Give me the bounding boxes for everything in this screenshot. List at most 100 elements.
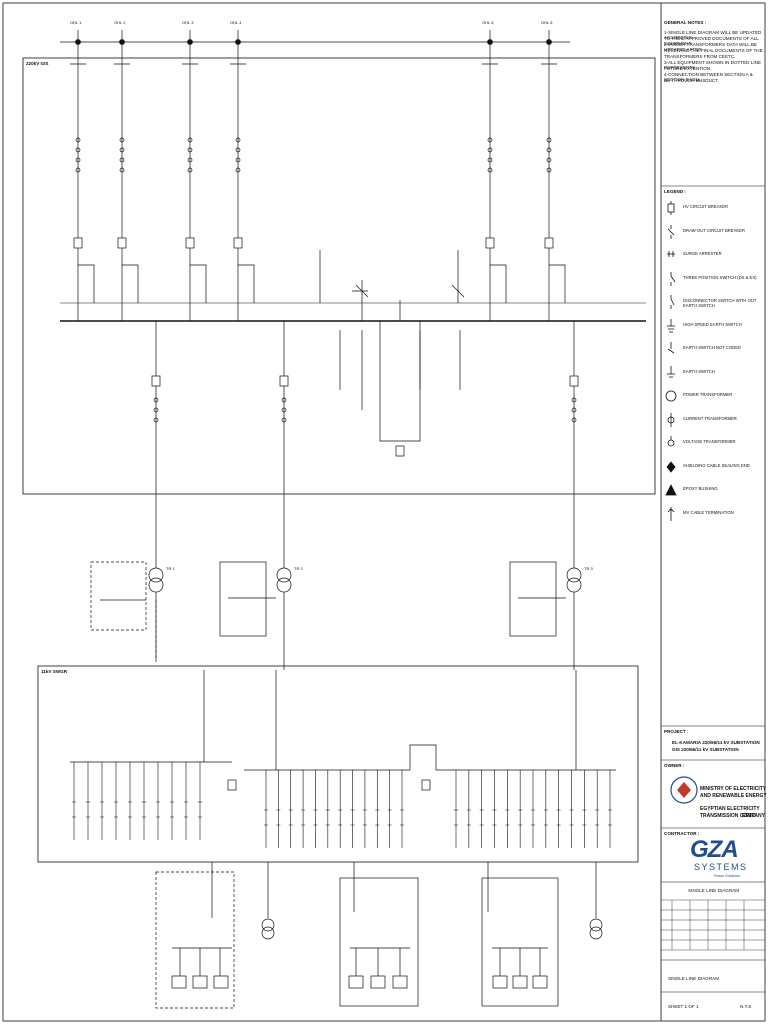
note-line: 2-POWER TRANSFORMERS DATA WILL BE UPDATE… — [664, 42, 757, 53]
contractor-logo-tag: Power Solutions — [714, 874, 740, 878]
project-label: PROJECT : — [664, 729, 689, 734]
mv-feeder-drop — [400, 770, 404, 848]
client-line1: MINISTRY OF ELECTRICITY — [700, 786, 767, 792]
mv-feeder-drop — [543, 770, 548, 848]
legend-item: HIGH SPEED EARTH SWITCH — [663, 316, 763, 336]
legend-item: EARTH SWITCH — [663, 363, 763, 383]
mv-feeder-drop — [72, 762, 76, 840]
mv-feeder-drop — [114, 762, 118, 840]
legend-item: DISCONNECTOR SWITCH WITH OUT EARTH SWITC… — [663, 292, 763, 312]
mv-feeder-drop — [492, 770, 497, 848]
voltage-transformer-icon — [667, 436, 675, 447]
client-logo — [670, 776, 698, 804]
note-line: FUTURE EXTENTION. — [664, 66, 712, 71]
legend-item-label: THREE POSITION SWITCH (DS & ES) — [683, 274, 757, 280]
feeder-label: OHL 5 — [482, 20, 494, 25]
mv-feeder-drop — [86, 762, 90, 840]
disconnector-icon — [670, 295, 675, 309]
project-line2: GIS 220/66/11 kV SUBSTATION — [672, 747, 739, 752]
mv-feeder-drop — [466, 770, 471, 848]
contractor-logo-sub: SYSTEMS — [694, 862, 748, 872]
transformer-label: TR 2 — [294, 566, 303, 571]
legend-item-label: HV CIRCUIT BREAKER — [683, 204, 729, 209]
high-speed-earth-icon — [667, 318, 675, 332]
legend-item: EPOXY BUSHING — [663, 480, 763, 500]
mv-feeder-drop — [325, 770, 330, 848]
legend-item-label: EPOXY BUSHING — [683, 486, 718, 491]
drawout-breaker-icon — [667, 224, 675, 239]
mv-feeder-drop — [128, 762, 132, 840]
feeder-label: OHL 1 — [70, 20, 82, 25]
client-code: EETC — [742, 813, 756, 819]
drawing-sheet: SHEET 1 OF 1 — [668, 1004, 699, 1009]
mv-feeder-drop — [518, 770, 523, 848]
mv-feeder-drop — [288, 770, 293, 848]
hv-section-label: 220kV GIS — [26, 61, 49, 66]
epoxy-bushing-icon — [665, 484, 677, 496]
note-line: TRANSFORMERS FROM CEETC. — [664, 54, 736, 59]
mv-feeder-drop — [350, 770, 355, 848]
earth-icon — [667, 365, 675, 377]
legend-item: THREE POSITION SWITCH (DS & ES) — [663, 269, 763, 289]
legend-item-label: EARTH SWITCH — [683, 368, 715, 374]
mv-feeder-drop — [276, 770, 281, 848]
client-line4: TRANSMISSION COMPANY — [700, 813, 765, 819]
mv-feeder-drop — [582, 770, 587, 848]
legend-item-label: SURGE ARRESTER — [683, 251, 722, 256]
mv-feeder-drop — [264, 770, 268, 848]
mv-feeder-drop — [454, 770, 458, 848]
legend-item: POWER TRANSFORMER — [663, 386, 763, 406]
mv-feeder-drop — [556, 770, 561, 848]
legend-item-label: MV CABLE TERMINATION — [683, 509, 734, 515]
legend-item: SURGE ARRESTER — [663, 245, 763, 265]
mv-feeder-drop — [387, 770, 392, 848]
legend-item: CURRENT TRANSFORMER — [663, 410, 763, 430]
mv-feeder-drop — [608, 770, 612, 848]
note-line: 4-CONNECTION BETWEEN SECTION A & SECTION… — [664, 72, 753, 83]
contractor-label: CONTRACTOR : — [664, 831, 700, 836]
mv-feeder-drop — [313, 770, 318, 848]
feeder-label: OHL 2 — [114, 20, 126, 25]
drawing-scale: N.T.S — [740, 1004, 752, 1009]
legend-item: VOLTAGE TRANSFORMER — [663, 433, 763, 453]
mv-feeder-drop — [198, 762, 202, 840]
mv-section-label: 11kV SWGR — [41, 669, 68, 674]
notes-heading: GENERAL NOTES : — [664, 20, 707, 25]
legend-item-label: EARTH SWITCH NOT CODED — [683, 345, 742, 350]
mv-feeder-drop — [301, 770, 306, 848]
mv-feeder-drop — [531, 770, 535, 848]
contractor-logo: GZA — [690, 836, 739, 863]
legend-item: HV CIRCUIT BREAKER — [663, 198, 763, 218]
legend-item-label: VOLTAGE TRANSFORMER — [683, 439, 736, 444]
power-transformer-icon — [665, 390, 677, 402]
legend-item: MV CABLE TERMINATION — [663, 504, 763, 524]
mv-feeder-drop — [595, 770, 600, 848]
mv-feeder-drop — [170, 762, 174, 840]
client-line3: EGYPTIAN ELECTRICITY — [700, 806, 760, 812]
transformer-label: TR 3 — [584, 566, 593, 571]
drawing-title: SINGLE LINE DIAGRAM — [688, 888, 740, 893]
mv-feeder-drop — [338, 770, 343, 848]
hv-gis-section-box — [22, 57, 656, 495]
legend-item-label: DRAW-OUT CIRCUIT BREAKER — [683, 227, 745, 233]
mv-swgr-section-box — [37, 665, 639, 863]
legend-item: EARTH SWITCH NOT CODED — [663, 339, 763, 359]
legend-list: HV CIRCUIT BREAKER DRAW-OUT CIRCUIT BREAK… — [661, 198, 764, 598]
drawing-title-footer: SINGLE LINE DIAGRAM — [668, 976, 720, 981]
bushing-icon — [666, 460, 676, 473]
surge-arrester-icon — [667, 251, 675, 257]
mv-feeder-drop — [142, 762, 146, 840]
legend-heading: LEGEND : — [664, 189, 686, 194]
mv-feeder-drop — [479, 770, 484, 848]
mv-feeder-drop — [100, 762, 104, 840]
feeder-label: OHL 4 — [230, 20, 242, 25]
mv-feeder-drop — [569, 770, 574, 848]
three-position-switch-icon — [670, 271, 676, 286]
mv-feeder-drop — [362, 770, 367, 848]
cable-termination-icon — [667, 506, 675, 521]
feeder-label: OHL 6 — [541, 20, 553, 25]
transformer-label: TR 1 — [166, 566, 175, 571]
mv-feeder-drop — [184, 762, 188, 840]
note-line: 1-SINGLE LINE DIAGRAM WILL BE UPDATED AC… — [664, 30, 762, 41]
